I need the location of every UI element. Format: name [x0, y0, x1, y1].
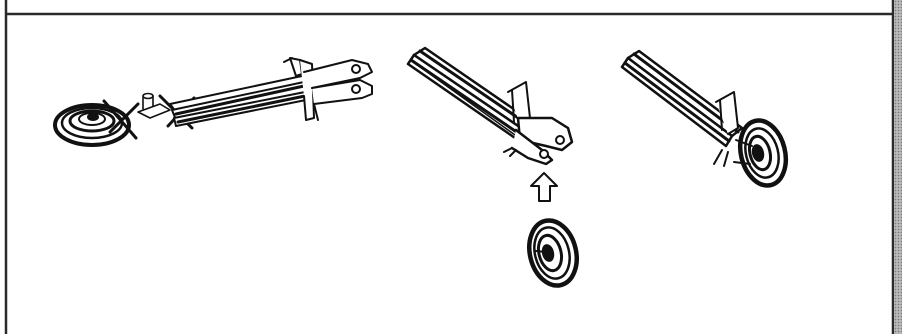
side-bar — [894, 0, 902, 334]
